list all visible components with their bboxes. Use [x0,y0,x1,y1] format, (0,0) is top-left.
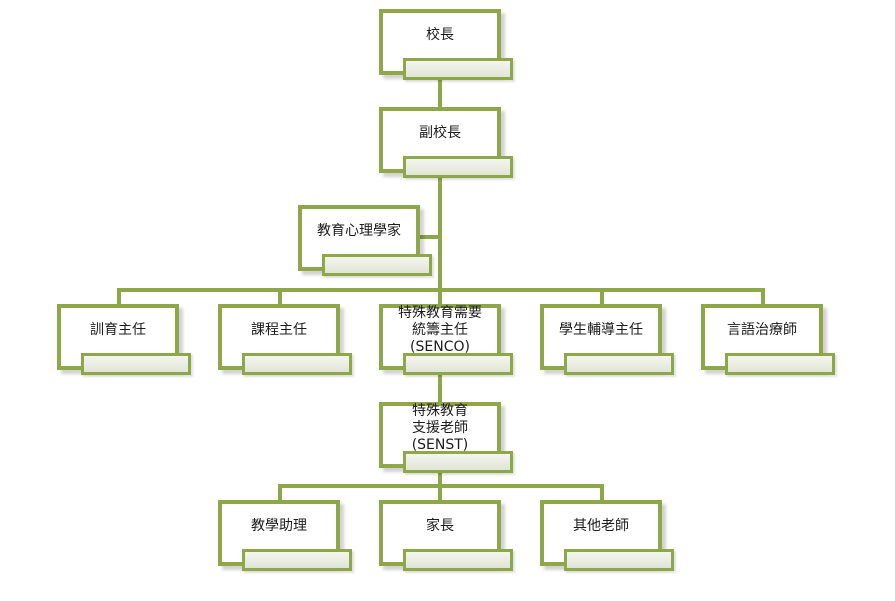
node-parents-label: 家長 [426,517,454,534]
node-discipline-label: 訓育主任 [90,321,146,338]
node-other-teachers-tag [564,549,674,571]
node-student-support-tag [564,353,674,375]
node-parents-tag [403,549,513,571]
node-speech-therapist-label: 言語治療師 [727,321,797,338]
node-discipline-tag [81,353,191,375]
node-ta-tag [242,549,352,571]
node-senst-label: 特殊教育 支援老師(SENST) [411,402,469,453]
node-curriculum-label: 課程主任 [251,321,307,338]
node-psychologist-label: 教育心理學家 [317,222,401,239]
node-student-support-label: 學生輔導主任 [559,321,643,338]
node-curriculum-tag [242,353,352,375]
node-psychologist-tag [322,254,432,276]
node-senst-tag [403,451,513,473]
node-ta-label: 教學助理 [251,517,307,534]
node-speech-therapist-tag [725,353,835,375]
node-vice-principal-label: 副校長 [419,124,461,141]
node-vice-principal-tag [403,156,513,178]
node-principal-tag [403,58,513,80]
node-senco-tag [403,353,513,375]
node-other-teachers-label: 其他老師 [573,517,629,534]
node-senco-label: 特殊教育需要 統籌主任(SENCO) [398,304,482,355]
node-principal-label: 校長 [426,26,454,43]
